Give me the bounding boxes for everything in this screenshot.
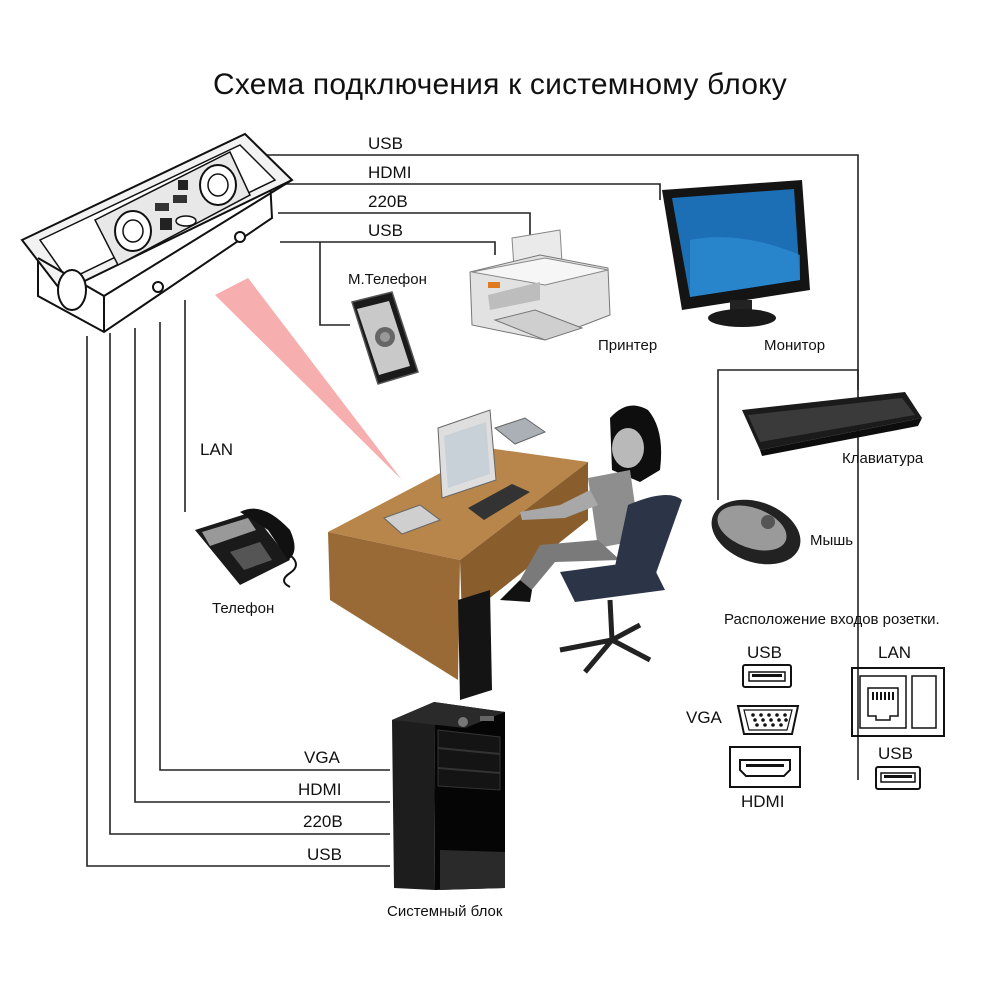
- vga-port-icon: [736, 705, 800, 735]
- cable-label-lan: LAN: [200, 440, 234, 459]
- connection-lines: [86, 154, 859, 867]
- cable-bottom-hdmi: [134, 328, 390, 803]
- cable-top-hdmi: [280, 183, 661, 200]
- cable-label-bottom-usb: USB: [307, 845, 342, 864]
- legend-label-usb-left: USB: [747, 643, 782, 662]
- system-unit-icon: [392, 702, 505, 890]
- cable-top-220: [278, 212, 531, 235]
- diagram-title: Схема подключения к системному блоку: [213, 68, 787, 101]
- popup-socket-box: [20, 132, 294, 334]
- hdmi-port-icon: [729, 746, 801, 788]
- mouse-icon: [711, 499, 801, 565]
- cable-bottom-usb: [86, 336, 390, 867]
- device-label-mobile-phone: М.Телефон: [348, 271, 427, 288]
- cable-bottom-vga: [159, 322, 390, 771]
- usb-port-icon-left: [742, 664, 792, 688]
- cable-label-bottom-vga: VGA: [304, 748, 340, 767]
- office-worker-figure: [500, 405, 682, 674]
- cable-label-top-220: 220В: [368, 192, 408, 211]
- cable-top-usb: [265, 154, 859, 780]
- printer-icon: [469, 229, 611, 341]
- device-label-telephone: Телефон: [212, 600, 275, 617]
- keyboard-icon: [742, 392, 922, 456]
- monitor-icon: [662, 180, 810, 327]
- legend-label-lan: LAN: [878, 643, 912, 662]
- desk-telephone-icon: [195, 508, 297, 588]
- cable-mobile: [319, 242, 350, 326]
- legend-label-hdmi: HDMI: [741, 792, 785, 811]
- device-label-printer: Принтер: [598, 337, 658, 354]
- legend-label-usb-right: USB: [878, 744, 913, 763]
- cable-label-top-usb2: USB: [368, 221, 403, 240]
- cable-label-bottom-hdmi: HDMI: [298, 780, 342, 799]
- legend-port-icons: [729, 664, 945, 790]
- usb-port-icon-right: [875, 766, 921, 790]
- signal-beam: [215, 278, 402, 480]
- device-label-system-unit: Системный блок: [387, 903, 503, 920]
- cable-label-top-hdmi: HDMI: [368, 163, 412, 182]
- device-label-mouse: Мышь: [810, 532, 854, 549]
- device-label-keyboard: Клавиатура: [842, 450, 924, 467]
- cable-bottom-220: [109, 333, 390, 835]
- cable-keyboard: [717, 369, 859, 500]
- cable-label-bottom-220: 220В: [303, 812, 343, 831]
- mobile-phone-icon: [351, 291, 419, 385]
- cable-label-top-usb: USB: [368, 134, 403, 153]
- legend-title: Расположение входов розетки.: [724, 611, 940, 628]
- desk-workstation: [328, 409, 588, 700]
- cable-top-usb2: [280, 241, 496, 255]
- lan-module-icon: [851, 667, 945, 737]
- device-label-monitor: Монитор: [764, 337, 826, 354]
- legend-label-vga: VGA: [686, 708, 722, 727]
